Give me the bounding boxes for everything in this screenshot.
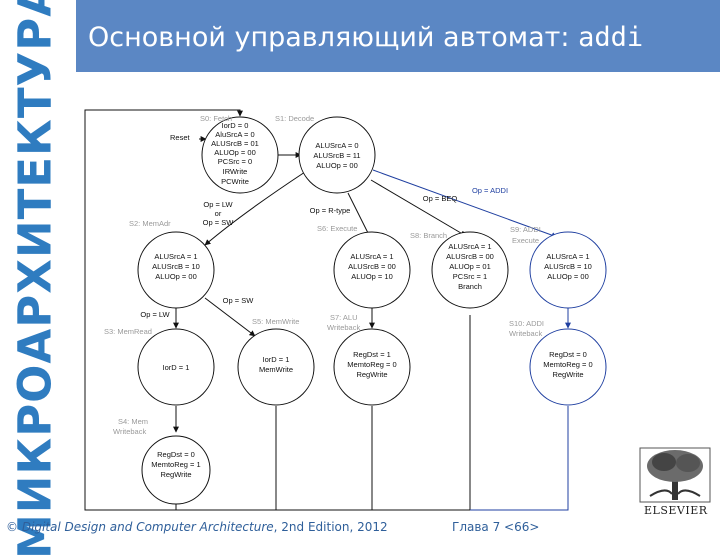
s0-line-5: PCSrc = 0 (218, 157, 252, 166)
s2-line-2: ALUSrcB = 10 (152, 262, 200, 271)
slide-title: Основной управляющий автомат: addi (88, 22, 643, 53)
title-bar: Основной управляющий автомат: addi (76, 0, 720, 72)
publisher-logo: ELSEVIER (636, 446, 720, 518)
footer-edition: , 2nd Edition, 2012 (273, 520, 388, 534)
cond-beq: Op = BEQ (423, 194, 458, 203)
s4-line-3: RegWrite (160, 470, 191, 479)
s0-line-3: ALUSrcB = 01 (211, 139, 259, 148)
fsm-diagram: Reset Op = LW or Op = SW Op = R-type Op … (84, 109, 607, 511)
s6-line-2: ALUSrcB = 00 (348, 262, 396, 271)
s4-line-1: RegDst = 0 (157, 450, 195, 459)
footer-book-title: Digital Design and Computer Architecture (21, 520, 274, 534)
state-s3-circle (137, 328, 215, 406)
state-name-s3: S3: MemRead (104, 327, 152, 336)
cond-sw: Op = SW (223, 296, 255, 305)
state-name-s5: S5: MemWrite (252, 317, 299, 326)
s6-line-3: ALUOp = 10 (351, 272, 392, 281)
s10-line-1: RegDst = 0 (549, 350, 587, 359)
state-s1-circle (298, 116, 376, 194)
s0-line-7: PCWrite (221, 177, 249, 186)
s1-line-3: ALUOp = 00 (316, 161, 357, 170)
s8-line-3: ALUOp = 01 (449, 262, 490, 271)
cond-rtype: Op = R-type (310, 206, 351, 215)
edge-s7-return (276, 406, 373, 511)
state-name-s0: S0: Fetch (200, 114, 232, 123)
tree-logo-icon (639, 447, 711, 503)
state-name-s4-line1: S4: Mem (118, 417, 148, 426)
cond-lw-sw-2: or (215, 209, 222, 218)
state-s9-circle (529, 231, 607, 309)
s9-line-1: ALUSrcA = 1 (546, 252, 589, 261)
state-s6-circle (333, 231, 411, 309)
state-name-s2: S2: MemAdr (129, 219, 171, 228)
fsm-edges (84, 109, 571, 511)
s0-line-4: ALUOp = 00 (214, 148, 255, 157)
state-s8-circle (431, 231, 509, 309)
cond-lw-sw-3: Op = SW (203, 218, 235, 227)
s7-line-2: MemtoReg = 0 (347, 360, 396, 369)
footer-citation: © Digital Design and Computer Architectu… (6, 520, 388, 534)
s8-line-5: Branch (458, 282, 482, 291)
state-name-s4-line2: Writeback (113, 427, 146, 436)
state-name-s10-line1: S10: ADDI (509, 319, 544, 328)
slide-title-code: addi (578, 22, 644, 53)
cond-addi: Op = ADDI (472, 186, 508, 195)
edge-labels: Reset Op = LW or Op = SW Op = R-type Op … (140, 133, 508, 319)
state-name-s8: S8: Branch (410, 231, 447, 240)
state-name-s9-line2: Execute (512, 236, 539, 245)
state-s5-circle (237, 328, 315, 406)
s6-line-1: ALUSrcA = 1 (350, 252, 393, 261)
footer-copyright: © (6, 520, 22, 534)
edge-s1-s8 (370, 179, 467, 237)
edge-s10-return (470, 406, 569, 511)
s8-line-4: PCSrc = 1 (453, 272, 487, 281)
s5-line-1: IorD = 1 (263, 355, 290, 364)
state-name-s6: S6: Execute (317, 224, 357, 233)
s0-line-2: AluSrcA = 0 (215, 130, 254, 139)
fsm-states (137, 116, 607, 505)
s8-line-1: ALUSrcA = 1 (448, 242, 491, 251)
s0-line-1: IorD = 0 (222, 121, 249, 130)
cond-lw: Op = LW (140, 310, 170, 319)
s0-line-6: IRWrite (223, 167, 248, 176)
s10-line-2: MemtoReg = 0 (543, 360, 592, 369)
s7-line-3: RegWrite (356, 370, 387, 379)
s9-line-3: ALUOp = 00 (547, 272, 588, 281)
state-contents: IorD = 0 AluSrcA = 0 ALUSrcB = 01 ALUOp … (151, 121, 592, 479)
state-name-s7-line2: Writeback (327, 323, 360, 332)
edge-s1-s9 (372, 169, 558, 238)
s8-line-2: ALUSrcB = 00 (446, 252, 494, 261)
state-s0-circle (201, 116, 279, 194)
state-s2-circle (137, 231, 215, 309)
footer: © Digital Design and Computer Architectu… (0, 516, 720, 540)
s2-line-3: ALUOp = 00 (155, 272, 196, 281)
slide-title-main: Основной управляющий автомат: (88, 22, 579, 53)
footer-page-number: Глава 7 <66> (452, 520, 540, 534)
state-s7-circle (333, 328, 411, 406)
s3-line-1: IorD = 1 (163, 363, 190, 372)
edge-s1-s2 (204, 171, 306, 246)
s10-line-3: RegWrite (552, 370, 583, 379)
state-name-s10-line2: Writeback (509, 329, 542, 338)
s7-line-1: RegDst = 1 (353, 350, 391, 359)
edge-s2-s5 (204, 297, 256, 337)
edge-return-left (84, 109, 243, 511)
s2-line-1: ALUSrcA = 1 (154, 252, 197, 261)
s5-line-2: MemWrite (259, 365, 293, 374)
state-name-s9-line1: S9: ADDI (510, 225, 541, 234)
reset-label: Reset (170, 133, 191, 142)
s1-line-2: ALUSrcB = 11 (313, 151, 360, 160)
s1-line-1: ALUSrcA = 0 (315, 141, 358, 150)
cond-lw-sw-1: Op = LW (203, 200, 233, 209)
publisher-name: ELSEVIER (644, 504, 708, 517)
state-names: S0: Fetch S1: Decode S2: MemAdr S6: Exec… (104, 114, 544, 436)
state-name-s7-line1: S7: ALU (330, 313, 358, 322)
state-s4-circle (141, 435, 211, 505)
state-name-s1: S1: Decode (275, 114, 314, 123)
s4-line-2: MemtoReg = 1 (151, 460, 200, 469)
s9-line-2: ALUSrcB = 10 (544, 262, 592, 271)
state-s10-circle (529, 328, 607, 406)
